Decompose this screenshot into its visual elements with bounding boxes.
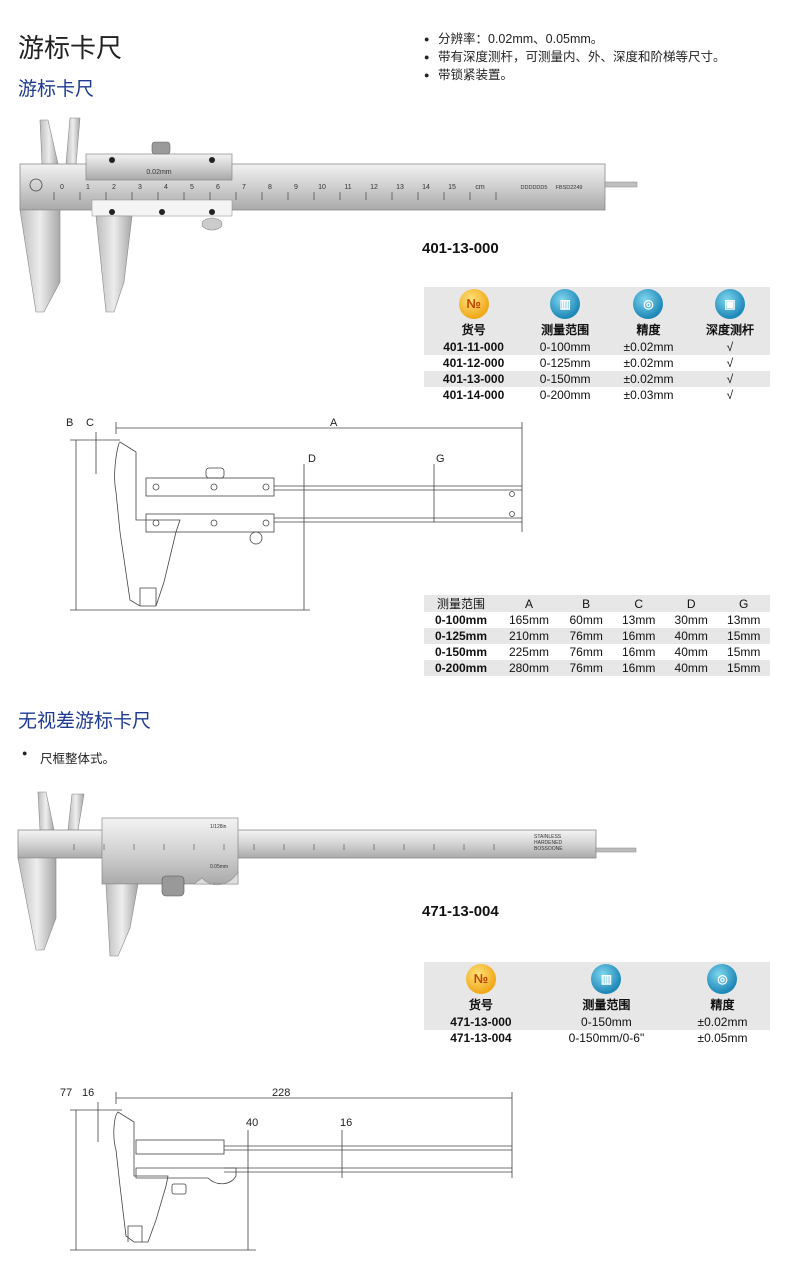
scale-label: 3	[138, 184, 142, 191]
dim-label-77: 77	[60, 1087, 72, 1099]
feature-item: 分辨率：0.02mm、0.05mm。	[424, 30, 726, 48]
dim-label-16b: 16	[340, 1117, 352, 1129]
code-label: FBSD2249	[556, 185, 583, 191]
scale-label: 0	[60, 184, 64, 191]
feature-list-2: 尺框整体式。	[22, 748, 115, 767]
scale-label: 13	[396, 184, 404, 191]
stamp-line: BOSSOONE	[534, 846, 563, 852]
model-number-2: 471-13-004	[422, 903, 499, 920]
brand-label: DDDDDD5	[521, 185, 548, 191]
scale-label: 11	[344, 184, 351, 191]
scale-label: 6	[216, 184, 220, 191]
stamp-line: STAINLESS	[534, 834, 562, 840]
section-title-caliper: 游标卡尺	[18, 79, 95, 100]
model-number-1: 401-13-000	[422, 240, 499, 257]
scale-label: 10	[318, 184, 326, 191]
scale-label: 8	[268, 184, 272, 191]
stamp-line: HARDENED	[534, 840, 562, 846]
dim-label-a: A	[330, 417, 338, 429]
dim-label-228: 228	[272, 1087, 290, 1099]
caliper-photo-1: 0 1 2 3 4 5 6 7 8 9 10 11 12 13 14 15 cm…	[19, 117, 638, 313]
scale-label: 7	[242, 184, 246, 191]
scale-label: 14	[422, 184, 430, 191]
number-icon: №	[458, 288, 489, 319]
feature-item: 带锁紧装置。	[424, 66, 726, 84]
dim-label-b: B	[66, 417, 73, 429]
page-title: 游标卡尺	[18, 33, 123, 63]
dim-label-40: 40	[246, 1117, 258, 1129]
scale-label: 5	[190, 184, 194, 191]
dimension-diagram-1: B C A D G	[66, 417, 523, 611]
dim-label-g: G	[436, 453, 445, 465]
scale-label: cm	[475, 184, 485, 191]
range-icon: ▥	[591, 963, 622, 994]
feature-item: 尺框整体式。	[22, 748, 115, 767]
inch-label: 1/128in	[210, 824, 227, 830]
scale-label: 4	[164, 184, 168, 191]
table-header-row: 测量范围 A B C D G	[424, 595, 770, 612]
precision-icon: ◎	[633, 288, 664, 319]
precision-icon: ◎	[707, 963, 738, 994]
scale-label: 15	[448, 184, 456, 191]
depth-icon: ▣	[714, 288, 745, 319]
section-title-parallax-free: 无视差游标卡尺	[18, 711, 152, 732]
feature-item: 带有深度测杆，可测量内、外、深度和阶梯等尺寸。	[424, 48, 726, 66]
dimension-diagram-2: 77 16 228 40 16	[60, 1087, 513, 1251]
scale-label: 1	[86, 184, 90, 191]
brand-logo-icon	[29, 178, 43, 192]
caliper-photo-2: STAINLESS HARDENED BOSSOONE 1/128in 0.05…	[17, 791, 637, 957]
feature-list: 分辨率：0.02mm、0.05mm。 带有深度测杆，可测量内、外、深度和阶梯等尺…	[424, 30, 726, 84]
vernier-label: 0.02mm	[146, 169, 171, 176]
dim-label-16a: 16	[82, 1087, 94, 1099]
dim-label-c: C	[86, 417, 94, 429]
dim-label-d: D	[308, 453, 316, 465]
scale-label: 12	[370, 184, 378, 191]
scale-label: 2	[112, 184, 116, 191]
scale-label: 9	[294, 184, 298, 191]
vernier-label: 0.05mm	[210, 864, 228, 870]
range-icon: ▥	[550, 288, 581, 319]
number-icon: №	[465, 963, 496, 994]
